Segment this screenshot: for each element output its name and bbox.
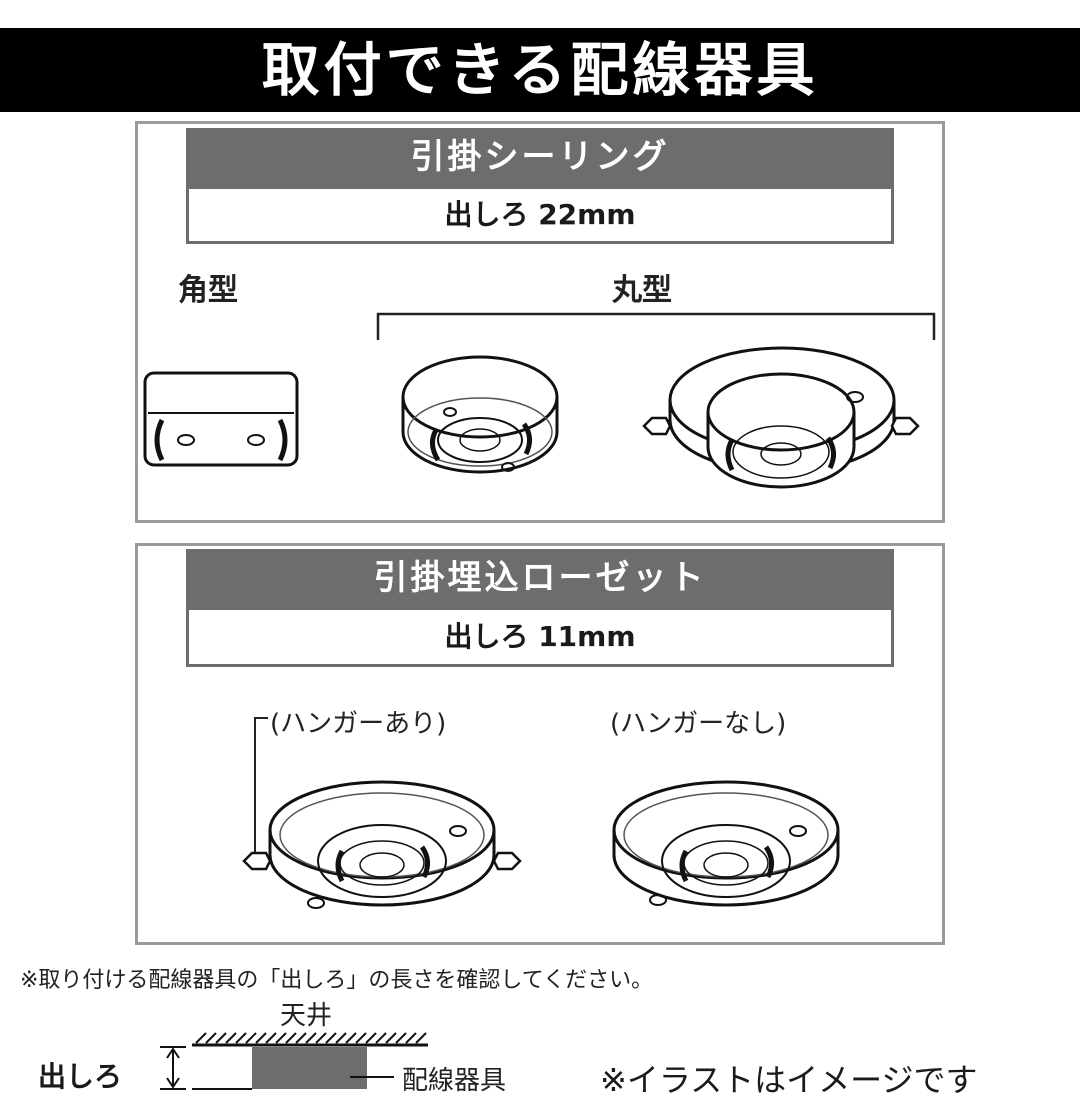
rosette-heading: 引掛埋込ローゼット: [186, 549, 894, 607]
ceiling-label: 天井: [280, 1001, 333, 1031]
rosette-with-hanger-icon: [242, 780, 522, 909]
fixture-label: 配線器具: [402, 1066, 507, 1096]
rosette-without-hanger-icon: [612, 780, 840, 907]
with-hanger-label: (ハンガーあり): [270, 709, 447, 739]
without-hanger-label: (ハンガーなし): [610, 709, 787, 739]
square-type-label: 角型: [178, 273, 238, 308]
round-ceiling-small-icon: [401, 355, 559, 474]
ceiling-protrusion: 出しろ 22mm: [186, 186, 894, 244]
image-disclaimer: ※イラストはイメージです: [600, 1061, 978, 1099]
rosette-protrusion: 出しろ 11mm: [186, 607, 894, 667]
protrusion-diagram-label: 出しろ: [38, 1060, 123, 1093]
confirm-protrusion-note: ※取り付ける配線器具の「出しろ」の長さを確認してください。: [20, 968, 654, 993]
title-bar: [0, 28, 1080, 112]
round-ceiling-large-icon: [642, 346, 920, 489]
square-ceiling-fixture-icon: [143, 371, 299, 467]
ceiling-heading: 引掛シーリング: [186, 128, 894, 186]
page-title: 取付できる配線器具: [261, 36, 819, 104]
round-type-label: 丸型: [612, 273, 672, 308]
